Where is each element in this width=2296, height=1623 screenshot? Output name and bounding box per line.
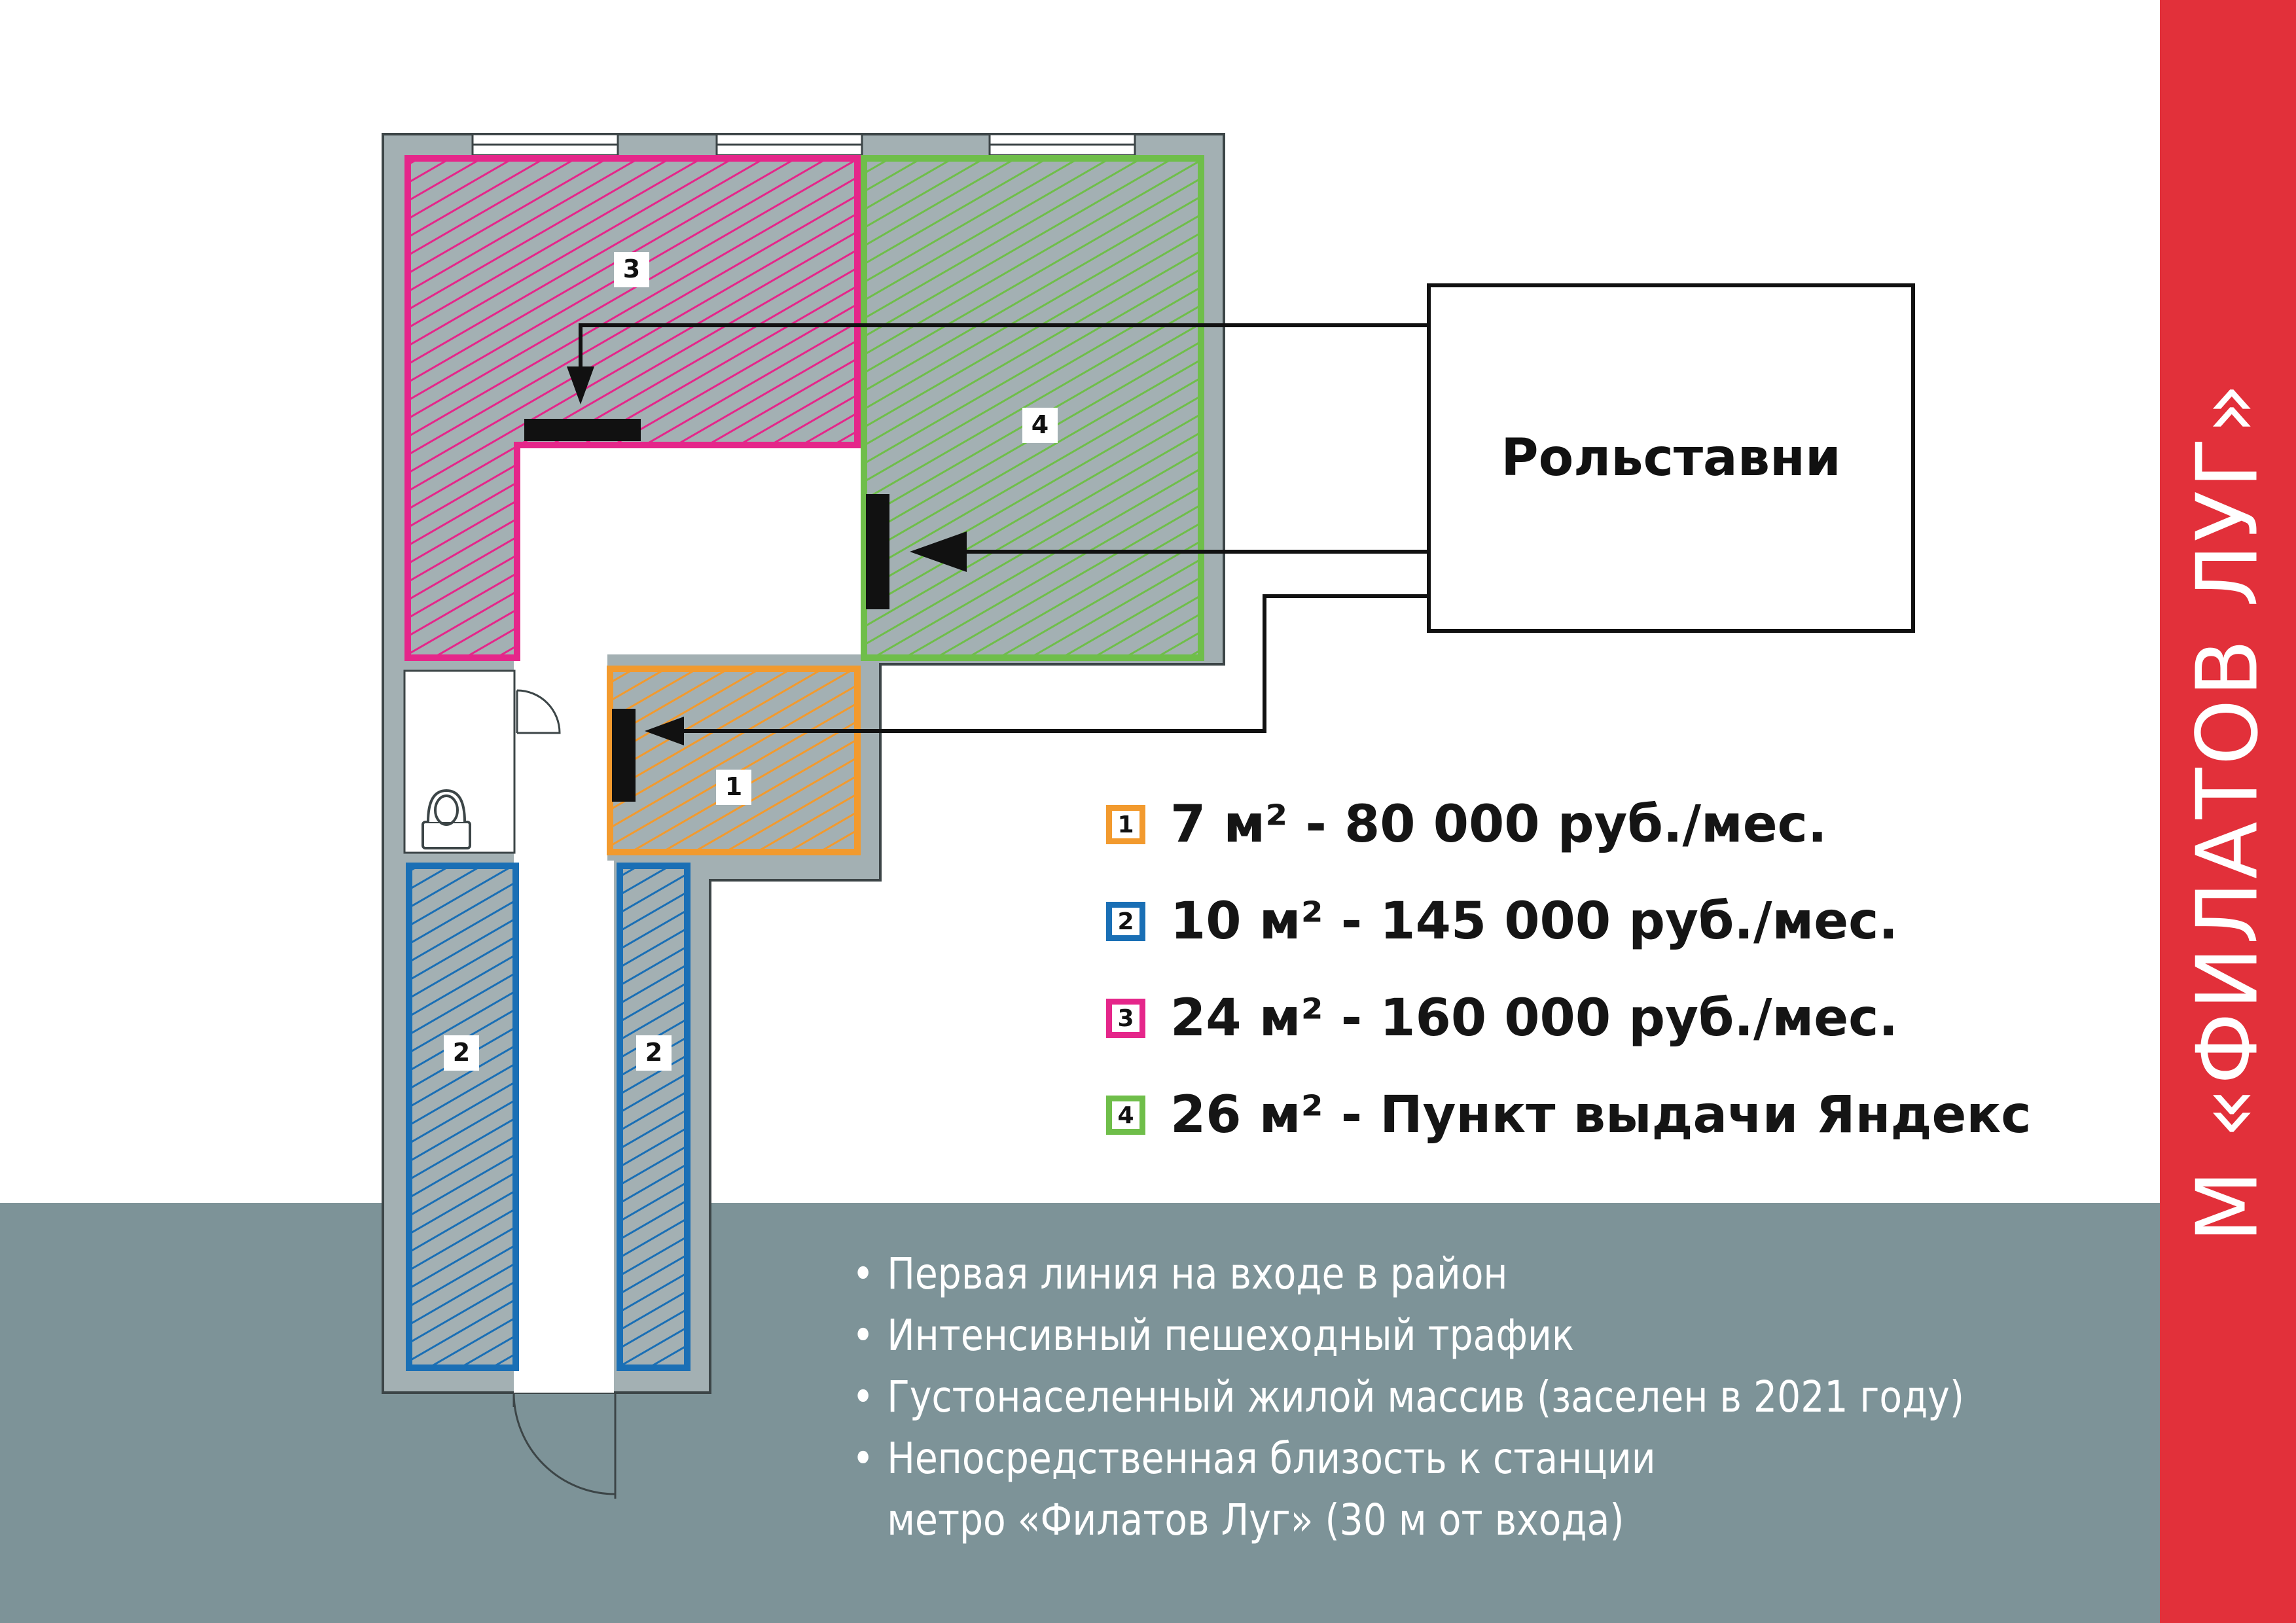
zone-2b-number: 2	[645, 1038, 662, 1067]
legend-text-4: 26 м² - Пункт выдачи Яндекс	[1170, 1086, 2032, 1145]
legend-item: 2 10 м² - 145 000 руб./мес.	[1106, 889, 1898, 954]
zone-4-number: 4	[1031, 410, 1049, 439]
feature-list: •Первая линия на входе в район •Интенсив…	[848, 1243, 2146, 1551]
floor-plan: 3 4 1 2 2	[382, 133, 1915, 1499]
bottom-info-band	[0, 1203, 2160, 1623]
zone-3	[404, 155, 861, 661]
legend-swatch-1: 1	[1106, 805, 1145, 844]
legend-item: 1 7 м² - 80 000 руб./мес.	[1106, 792, 1827, 857]
arrow-icon	[910, 531, 1429, 572]
legend-text-2: 10 м² - 145 000 руб./мес.	[1170, 892, 1899, 951]
zone-2	[406, 863, 519, 1371]
feature-item: •Первая линия на входе в район	[852, 1249, 1508, 1299]
zone-2-number: 2	[453, 1038, 470, 1067]
legend-swatch-2: 2	[1106, 902, 1145, 941]
toilet-icon	[422, 789, 471, 849]
legend-item: 4 26 м² - Пункт выдачи Яндекс	[1106, 1082, 2032, 1148]
feature-text: Первая линия на входе в район	[887, 1249, 1508, 1299]
zone-badges: 3 4 1 2 2	[444, 252, 1058, 1071]
shutter-marker-icon	[524, 419, 641, 441]
shutter-marker-icon	[866, 494, 889, 609]
door-icon	[516, 689, 561, 734]
shutters-label: Рольставни	[1501, 429, 1841, 488]
legend-text-3: 24 м² - 160 000 руб./мес.	[1170, 989, 1899, 1048]
side-title: М «ФИЛАТОВ ЛУГ»	[2179, 380, 2277, 1243]
windows	[471, 133, 1136, 156]
zone-1	[607, 666, 861, 855]
zone-1-number: 1	[725, 772, 742, 801]
zone-2-b	[617, 863, 691, 1371]
shutter-marker-icon	[612, 709, 636, 802]
arrow-icon	[567, 323, 1429, 404]
feature-text-continued: метро «Филатов Луг» (30 м от входа)	[887, 1495, 1624, 1545]
legend-text-1: 7 м² - 80 000 руб./мес.	[1170, 795, 1827, 854]
feature-text: Непосредственная близость к станции	[887, 1433, 1656, 1484]
legend-swatch-3: 3	[1106, 999, 1145, 1038]
side-title-band	[2160, 0, 2296, 1623]
door-icon	[512, 1392, 617, 1499]
legend-item: 3 24 м² - 160 000 руб./мес.	[1106, 986, 1898, 1051]
feature-item: •Густонаселенный жилой массив (заселен в…	[852, 1372, 1965, 1422]
shutters-box	[1427, 283, 1915, 633]
legend-swatch-4: 4	[1106, 1096, 1145, 1135]
zone-3-number: 3	[623, 255, 640, 283]
feature-text: Интенсивный пешеходный трафик	[887, 1310, 1575, 1361]
feature-item: •Интенсивный пешеходный трафик	[852, 1310, 1575, 1361]
arrow-icon	[645, 594, 1429, 745]
feature-text: Густонаселенный жилой массив (заселен в …	[887, 1372, 1965, 1422]
